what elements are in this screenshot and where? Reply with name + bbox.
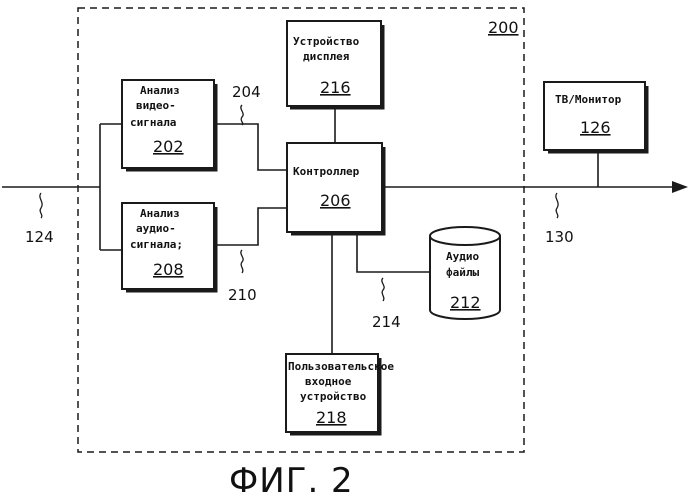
display-device-block: Устройство дисплея 216 bbox=[287, 21, 383, 108]
audio-files-storage: Аудио файлы 212 bbox=[430, 227, 500, 319]
video-block-line-3: сигнала bbox=[130, 116, 176, 129]
system-label: 200 bbox=[488, 18, 519, 37]
video-analysis-block: Анализ видео- сигнала 202 bbox=[122, 80, 216, 170]
svg-text:устройство: устройство bbox=[300, 390, 367, 403]
audio-files-line-2: файлы bbox=[446, 266, 479, 279]
video-block-line-2: видео- bbox=[136, 99, 176, 112]
output-signal-ref: 130 bbox=[545, 228, 574, 246]
audio-block-line-2: аудио- bbox=[136, 222, 176, 235]
svg-text:файлы: файлы bbox=[446, 266, 479, 279]
svg-text:аудио-: аудио- bbox=[136, 222, 176, 235]
display-block-line-2: дисплея bbox=[303, 50, 349, 63]
controller-block: Контроллер 206 bbox=[287, 143, 384, 234]
files-link-ref: 214 bbox=[372, 313, 401, 331]
svg-text:Анализ: Анализ bbox=[140, 84, 180, 97]
svg-text:сигнала: сигнала bbox=[130, 116, 176, 129]
svg-text:входное: входное bbox=[305, 375, 352, 388]
svg-text:видео-: видео- bbox=[136, 99, 176, 112]
audio-block-line-1: Анализ bbox=[140, 207, 180, 220]
controller-block-ref: 206 bbox=[320, 191, 351, 210]
user-input-line-2: входное bbox=[305, 375, 352, 388]
audio-out-ref: 210 bbox=[228, 286, 257, 304]
svg-text:Анализ: Анализ bbox=[140, 207, 180, 220]
audio-analysis-block: Анализ аудио- сигнала; 208 bbox=[122, 203, 216, 291]
svg-text:Контроллер: Контроллер bbox=[293, 165, 360, 178]
display-block-ref: 216 bbox=[320, 78, 351, 97]
user-input-line-1: Пользовательское bbox=[288, 360, 394, 373]
tv-block-line-1: ТВ/Монитор bbox=[555, 93, 622, 106]
video-out-ref: 204 bbox=[232, 83, 261, 101]
video-block-ref: 202 bbox=[153, 137, 184, 156]
audio-block-line-3: сигнала; bbox=[130, 238, 183, 251]
tv-block-ref: 126 bbox=[580, 118, 611, 137]
figure-caption: ФИГ. 2 bbox=[229, 461, 354, 500]
input-signal-ref: 124 bbox=[25, 228, 54, 246]
audio-files-ref: 212 bbox=[450, 293, 481, 312]
video-block-line-1: Анализ bbox=[140, 84, 180, 97]
audio-block-ref: 208 bbox=[153, 260, 184, 279]
svg-text:Пользовательское: Пользовательское bbox=[288, 360, 394, 373]
tv-monitor-block: ТВ/Монитор 126 bbox=[544, 82, 647, 152]
svg-text:дисплея: дисплея bbox=[303, 50, 349, 63]
svg-text:ТВ/Монитор: ТВ/Монитор bbox=[555, 93, 622, 106]
user-input-line-3: устройство bbox=[300, 390, 367, 403]
user-input-ref: 218 bbox=[316, 408, 347, 427]
svg-text:Аудио: Аудио bbox=[446, 250, 479, 263]
audio-files-line-1: Аудио bbox=[446, 250, 479, 263]
svg-text:Устройство: Устройство bbox=[293, 35, 360, 48]
display-block-line-1: Устройство bbox=[293, 35, 360, 48]
svg-text:сигнала;: сигнала; bbox=[130, 238, 183, 251]
output-arrowhead bbox=[672, 181, 688, 193]
controller-block-line-1: Контроллер bbox=[293, 165, 360, 178]
user-input-block: Пользовательское входное устройство 218 bbox=[286, 354, 394, 434]
